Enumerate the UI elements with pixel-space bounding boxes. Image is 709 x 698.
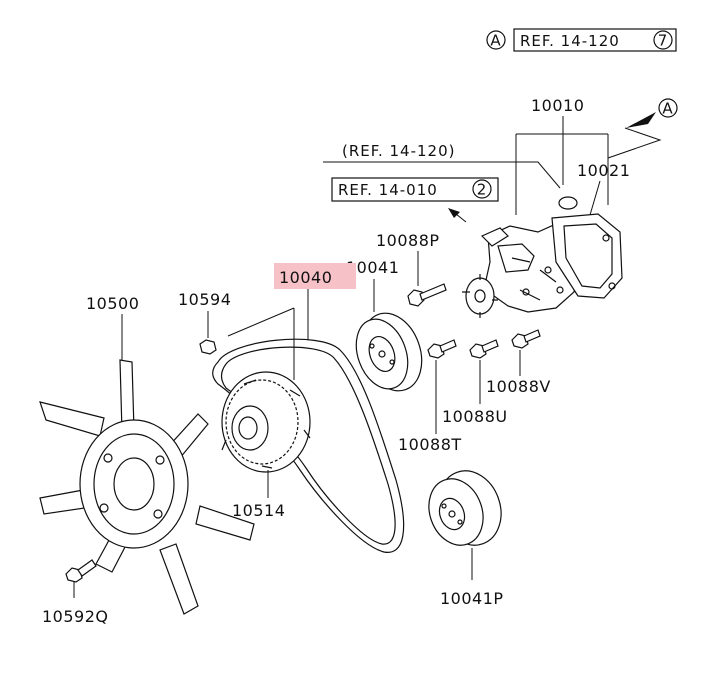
ref-14-010-box: [331, 177, 499, 202]
ref-14-120-number: 7: [658, 32, 669, 50]
fan-clutch[interactable]: [221, 371, 311, 473]
a-arrow-head: [626, 112, 656, 128]
label-10592Q[interactable]: 10592Q: [42, 607, 109, 626]
a-arrow-line: [607, 127, 662, 159]
leader-10010: [515, 116, 609, 215]
ref-14-010-number-circle: [472, 179, 492, 199]
gasket[interactable]: [551, 213, 623, 299]
bolt-10088V[interactable]: [511, 329, 541, 349]
ref-14-120-label: REF. 14-120: [520, 32, 620, 50]
label-10500[interactable]: 10500: [86, 294, 139, 313]
leader-10021: [589, 180, 601, 216]
pulley-10041P[interactable]: [420, 462, 511, 554]
o-ring[interactable]: [558, 196, 578, 210]
a-arrow-group[interactable]: A: [607, 98, 678, 159]
ref-14-010-label: REF. 14-010: [338, 181, 438, 199]
highlight-10040: [274, 263, 356, 289]
ref-14-120-number-circle: [653, 30, 673, 50]
a-circle-marker: [486, 30, 506, 50]
a-arrow-circle: [658, 98, 678, 118]
leaders-10088-bolts: [435, 350, 521, 434]
label-10040[interactable]: 10040: [279, 268, 332, 287]
label-10041P[interactable]: 10041P: [440, 589, 504, 608]
label-10088T[interactable]: 10088T: [398, 435, 462, 454]
ref-14-010-group[interactable]: REF. 14-010 2: [331, 177, 499, 202]
bolt-10088T[interactable]: [427, 339, 457, 359]
ref-14-010-arrow-line: [455, 213, 467, 223]
leader-ref-14-120: [323, 161, 561, 189]
ref-14-010-arrow-head: [448, 208, 460, 218]
bolt-10088U[interactable]: [469, 339, 499, 359]
nut-10594[interactable]: [199, 339, 217, 355]
leader-10040: [227, 289, 309, 380]
label-10041[interactable]: 10041: [346, 258, 399, 277]
a-arrow-label: A: [662, 100, 673, 118]
ref-14-120-box: [513, 28, 677, 52]
ref-14-120-paren-label[interactable]: (REF. 14-120): [342, 142, 456, 160]
a-marker-label: A: [490, 32, 501, 50]
cooling-fan[interactable]: [39, 359, 255, 615]
label-10088V[interactable]: 10088V: [486, 377, 551, 396]
ref-a-14-120-group[interactable]: A REF. 14-120 7: [486, 28, 677, 52]
label-10010[interactable]: 10010: [531, 96, 584, 115]
label-10088U[interactable]: 10088U: [442, 407, 508, 426]
label-10594[interactable]: 10594: [178, 290, 231, 309]
label-10088P[interactable]: 10088P: [376, 231, 440, 250]
ref-14-010-number: 2: [477, 181, 488, 199]
label-10021[interactable]: 10021: [577, 161, 630, 180]
label-10514[interactable]: 10514: [232, 501, 285, 520]
pulley-10041[interactable]: [347, 305, 432, 399]
bolt-10592Q[interactable]: [65, 559, 97, 583]
bolt-10088P[interactable]: [407, 283, 447, 307]
